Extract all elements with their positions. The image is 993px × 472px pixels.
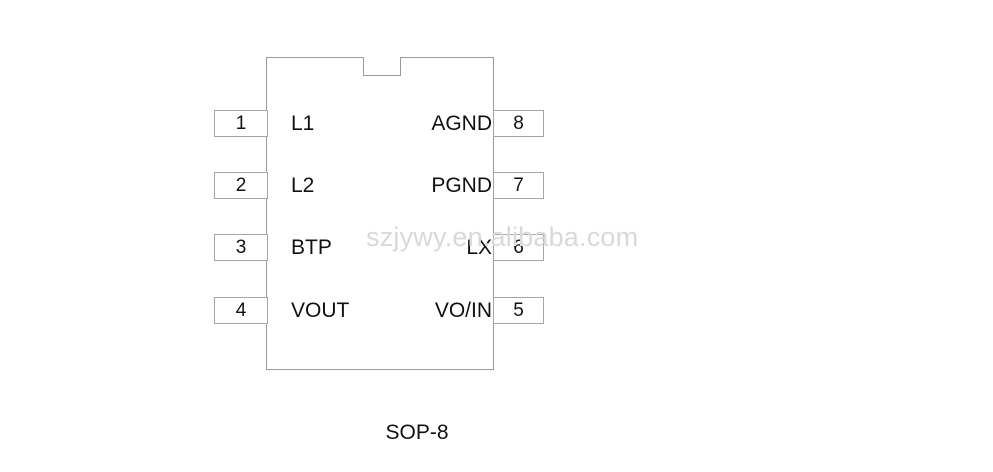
pin-label-vo-in: VO/IN [434,299,492,322]
pin-number-tab-2[interactable]: 2 [214,172,268,199]
pin-number-tab-8[interactable]: 8 [493,110,544,137]
pin-label-pgnd: PGND [431,174,492,197]
pin-label-l2: L2 [291,174,315,197]
pin-number-tab-5[interactable]: 5 [493,297,544,324]
package-notch-icon [363,56,401,76]
pin-label-lx: LX [466,236,492,259]
pin-label-btp: BTP [291,236,332,259]
package-caption: SOP-8 [385,421,449,444]
pin-label-agnd: AGND [431,112,492,135]
pin-number-tab-7[interactable]: 7 [493,172,544,199]
pin-number-tab-4[interactable]: 4 [214,297,268,324]
pin-number-tab-6[interactable]: 6 [493,234,544,261]
pin-label-vout: VOUT [291,299,350,322]
ic-package-body [266,56,494,370]
pin-label-l1: L1 [291,112,315,135]
pin-number-tab-1[interactable]: 1 [214,110,268,137]
pin-number-tab-3[interactable]: 3 [214,234,268,261]
